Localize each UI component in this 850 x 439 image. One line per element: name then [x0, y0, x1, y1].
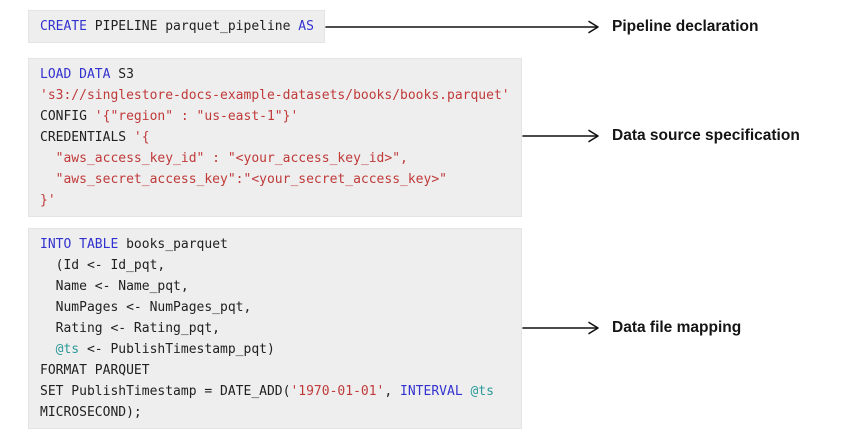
code-line: 's3://singlestore-docs-example-datasets/… — [40, 88, 510, 103]
code-block-pipeline-declaration: CREATE PIPELINE parquet_pipeline AS — [28, 10, 325, 43]
code-line: "aws_secret_access_key":"<your_secret_ac… — [40, 172, 447, 187]
code-line: LOAD DATA S3 — [40, 67, 134, 82]
code-line: INTO TABLE books_parquet — [40, 237, 228, 252]
annotation-data-source-specification: Data source specification — [612, 127, 800, 144]
code-line: CREATE PIPELINE parquet_pipeline AS — [40, 19, 314, 34]
code-line: CONFIG '{"region" : "us-east-1"}' — [40, 109, 299, 124]
arrow-icon-data-source-specification — [522, 129, 599, 143]
code-line: "aws_access_key_id" : "<your_access_key_… — [40, 151, 408, 166]
code-line: }' — [40, 193, 56, 208]
code-block-data-file-mapping: INTO TABLE books_parquet (Id <- Id_pqt, … — [28, 228, 522, 429]
annotation-data-file-mapping: Data file mapping — [612, 319, 742, 336]
code-line: CREDENTIALS '{ — [40, 130, 150, 145]
annotation-pipeline-declaration: Pipeline declaration — [612, 18, 759, 35]
arrow-icon-pipeline-declaration — [325, 20, 599, 34]
code-line: (Id <- Id_pqt, — [40, 258, 166, 273]
code-line: MICROSECOND); — [40, 405, 142, 420]
code-line: NumPages <- NumPages_pqt, — [40, 300, 252, 315]
code-block-data-source-specification: LOAD DATA S3 's3://singlestore-docs-examp… — [28, 58, 522, 217]
code-line: Rating <- Rating_pqt, — [40, 321, 221, 336]
code-line: @ts <- PublishTimestamp_pqt) — [55, 342, 275, 357]
code-line: SET PublishTimestamp = DATE_ADD('1970-01… — [40, 384, 494, 399]
code-line: Name <- Name_pqt, — [40, 279, 189, 294]
arrow-icon-data-file-mapping — [522, 321, 599, 335]
code-line: FORMAT PARQUET — [40, 363, 150, 378]
